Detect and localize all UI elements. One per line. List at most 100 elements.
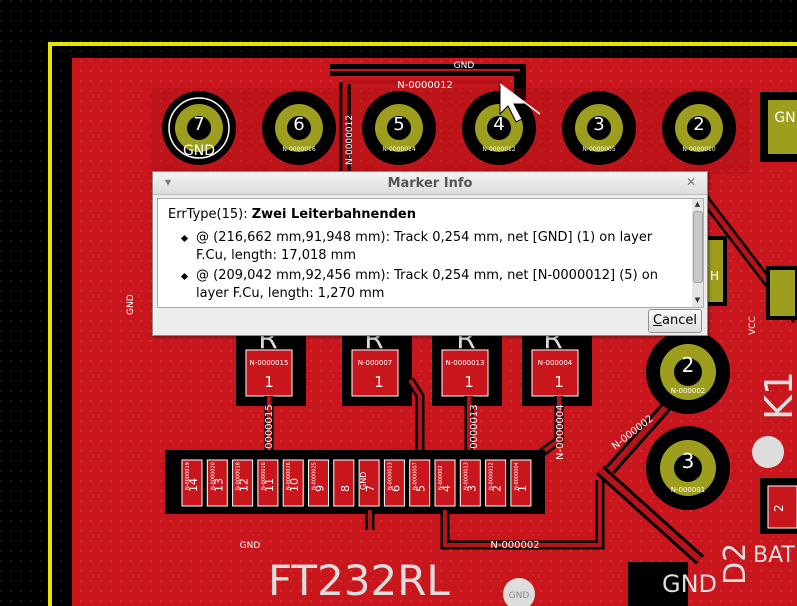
bullet-icon <box>180 234 189 243</box>
res-net-1: N-0000015 <box>250 359 289 367</box>
ic-pin-net: N-0000020 <box>210 462 216 490</box>
pin-num-3: 3 <box>593 114 604 135</box>
error-type-line: ErrType(15): Zwei Leiterbahnenden <box>168 207 416 222</box>
net-label-gnd-left: GND <box>126 294 136 315</box>
res-net-4: N-000004 <box>538 359 573 367</box>
k1-pad-2-net: N-000002 <box>671 387 705 395</box>
dialog-title: Marker Info <box>387 176 473 191</box>
pin-num-4: 4 <box>493 114 504 135</box>
chip-label: FT232RL <box>268 556 450 605</box>
dialog-titlebar[interactable]: ▾ Marker Info ✕ <box>153 172 707 195</box>
marker-info-dialog: ▾ Marker Info ✕ ErrType(15): Zwei Leiter… <box>152 171 708 336</box>
pin-num-2: 2 <box>693 114 704 135</box>
ic-pin-net: N-0000007 <box>413 462 419 490</box>
ic-pin-number: 12 <box>238 478 251 492</box>
marker-item-line: @ (216,662 mm,91,948 mm): Track 0,254 mm… <box>196 230 653 245</box>
scroll-thumb[interactable] <box>693 211 703 283</box>
marker-info-content[interactable]: ErrType(15): Zwei Leiterbahnenden @ (216… <box>157 198 694 308</box>
pin-num-7: 7 <box>193 114 204 135</box>
res-num-3: 1 <box>464 373 474 391</box>
ic-pin-net: N-0000025 <box>312 462 318 490</box>
bat-label: BAT <box>753 543 795 568</box>
ic-pin-number: 4 <box>440 485 453 492</box>
vertical-scrollbar[interactable]: ▲ ▼ <box>692 198 704 308</box>
ic-pin-number: 3 <box>465 485 478 492</box>
pin-net-2: N-0000010 <box>682 146 716 153</box>
ic-pin-pad[interactable] <box>206 459 228 507</box>
d2-pad-2: 2 <box>772 504 786 512</box>
res-num-1: 1 <box>264 373 274 391</box>
marker-item-line: @ (209,042 mm,92,456 mm): Track 0,254 mm… <box>196 268 658 283</box>
h-label: H <box>710 269 719 283</box>
resistor-row <box>236 336 592 406</box>
net-label-gnd-bottom: GND <box>240 541 261 551</box>
ic-pin-number: 11 <box>263 478 276 492</box>
ic-pin-pad[interactable] <box>282 459 304 507</box>
ic-pin-number: 14 <box>187 478 200 492</box>
ic-pin-number: 10 <box>288 478 301 492</box>
ic-pin-number: 1 <box>516 485 529 492</box>
ic-pin-pad[interactable] <box>181 459 203 507</box>
k1-pad-2-num: 2 <box>682 353 695 377</box>
ic-pin-number: 5 <box>415 485 428 492</box>
ic-pin-net: N-0000018 <box>236 462 242 490</box>
window-menu-icon[interactable]: ▾ <box>165 175 172 189</box>
ic-pin-net: N-0000026 <box>286 462 292 490</box>
ic-pin-pad[interactable] <box>257 459 279 507</box>
scroll-up-icon[interactable]: ▲ <box>694 200 701 208</box>
ic-pin-pad[interactable] <box>510 459 532 507</box>
ic-pin-pad[interactable] <box>308 459 329 507</box>
ic-pin-net: N-0000013 <box>463 462 469 490</box>
ic-footprint-bg <box>165 450 545 514</box>
error-type-title: Zwei Leiterbahnenden <box>251 207 417 222</box>
pin-net-5: N-0000014 <box>382 146 416 153</box>
res-num-4: 1 <box>554 373 564 391</box>
ic-pin-net: GND <box>359 472 368 490</box>
close-icon[interactable]: ✕ <box>686 175 697 189</box>
ic-pin-pad[interactable] <box>485 459 507 507</box>
net-label-n12: N-0000012 <box>397 80 453 91</box>
top-pin-row <box>162 91 797 165</box>
ic-pin-pad[interactable] <box>383 459 405 507</box>
ic-pin-net: N-0000012 <box>489 462 495 490</box>
k1-label: K1 <box>757 371 797 420</box>
ic-pin-number: 8 <box>339 485 352 492</box>
error-type-prefix: ErrType(15): <box>168 207 252 222</box>
ic-pin-pad[interactable] <box>333 459 355 507</box>
net-label-n12-vert: N-0000012 <box>345 115 355 165</box>
marker-item-line: F.Cu, length: 17,018 mm <box>196 248 356 263</box>
ic-pin-pad[interactable] <box>409 459 431 507</box>
net-label-vcc: VCC <box>748 316 758 335</box>
ic-pin-net: N-0000004 <box>514 462 520 490</box>
ic-pin-pad[interactable] <box>232 459 254 507</box>
ic-pin-net: N-0000013 <box>387 462 393 490</box>
net-label-gnd-top: GND <box>454 61 475 71</box>
gnd-label-big: GND <box>662 570 717 598</box>
net-label-n13: N-0000013 <box>469 404 480 460</box>
pin-net-3: N-0000005 <box>582 146 616 153</box>
cancel-mnemonic: C <box>652 313 663 328</box>
marker-item: @ (216,662 mm,91,948 mm): Track 0,254 mm… <box>180 229 674 265</box>
ic-pin-number: 6 <box>389 485 402 492</box>
ic-pin-row: 14N-0000019 1 3 N-0000020 12N-0000018 11 N-000… <box>181 459 532 507</box>
k1-pad-3-net: N-000001 <box>671 486 705 494</box>
ic-pin-net: N-0000019 <box>185 462 191 490</box>
cancel-button[interactable]: Cancel <box>648 309 702 333</box>
bullet-icon <box>180 272 189 281</box>
marker-item: @ (209,042 mm,92,456 mm): Track 0,254 mm… <box>180 267 674 303</box>
k1-pad-3-num: 3 <box>682 449 695 473</box>
marker-item-line: layer F.Cu, length: 1,270 mm <box>196 286 385 301</box>
ic-pin-pad[interactable] <box>459 459 481 507</box>
ic-pin-pad[interactable] <box>434 459 456 507</box>
ic-pin-number: 7 <box>364 485 377 492</box>
pin-net-7: GND <box>183 143 215 159</box>
ic-pin-number: 9 <box>314 485 327 492</box>
net-label-n02-bottom: N-000002 <box>490 540 539 551</box>
mouse-cursor-icon <box>499 82 528 123</box>
res-net-2: N-000007 <box>358 359 392 367</box>
ic-pin-pad[interactable] <box>358 459 380 507</box>
via-gnd-label: GND <box>509 591 530 601</box>
net-label-n15: N-0000015 <box>264 404 275 460</box>
scroll-down-icon[interactable]: ▼ <box>694 296 701 304</box>
pin-net-4: N-0000012 <box>482 146 516 153</box>
